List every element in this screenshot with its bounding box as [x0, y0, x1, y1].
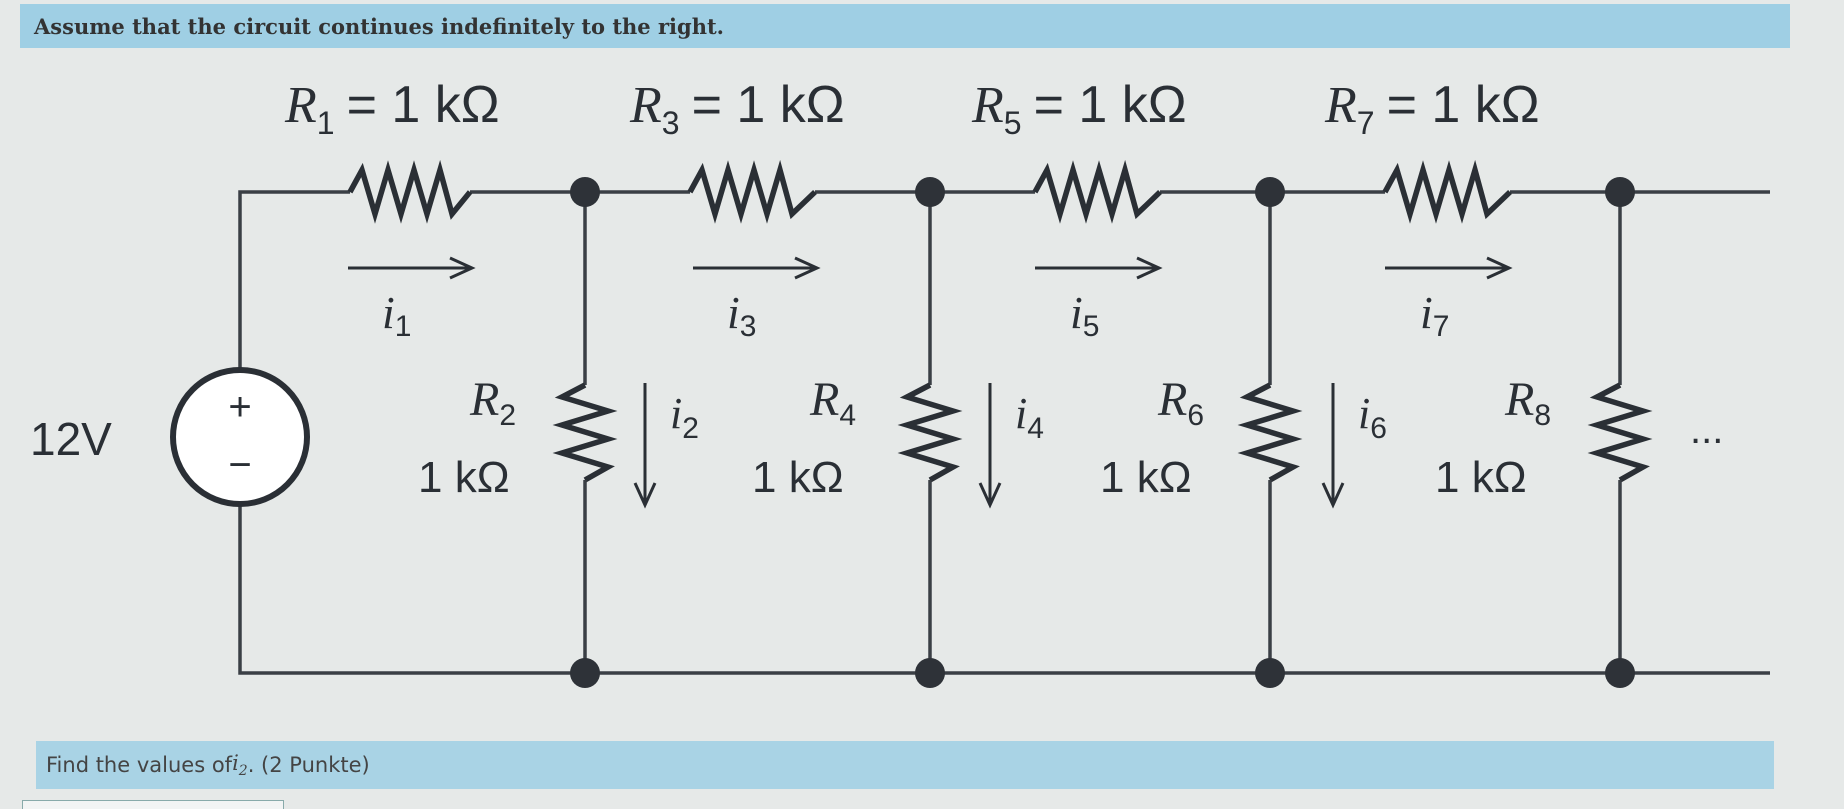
arrow-i3 — [693, 256, 821, 280]
series-resistor-r7 — [1382, 159, 1512, 224]
arrow-i5 — [1035, 256, 1163, 280]
shunt-branch-r8 — [1587, 192, 1653, 673]
source-minus: − — [228, 443, 251, 487]
shunt-branch-r6 — [1237, 192, 1303, 673]
label-r3: R3= 1 kΩ — [629, 76, 845, 141]
question-variable: i2 — [232, 750, 248, 780]
node-bottom-1 — [570, 658, 600, 688]
label-i7: i7 — [1420, 287, 1449, 343]
series-resistor-r1 — [347, 159, 473, 224]
answer-input-edge[interactable] — [22, 800, 284, 809]
arrow-i1 — [348, 256, 476, 280]
node-bottom-4 — [1605, 658, 1635, 688]
top-wire — [238, 190, 1770, 378]
source-voltage-label: 12V — [30, 413, 112, 465]
instruction-text: Assume that the circuit continues indefi… — [34, 13, 724, 39]
node-bottom-2 — [915, 658, 945, 688]
arrow-i6 — [1321, 383, 1345, 509]
arrow-i4 — [978, 383, 1002, 509]
label-r8: R8 — [1504, 373, 1551, 432]
label-r6: R6 — [1157, 373, 1204, 432]
label-i3: i3 — [727, 287, 756, 343]
voltage-source: + − — [170, 367, 310, 507]
value-r8: 1 kΩ — [1435, 453, 1527, 502]
question-suffix: . (2 Punkte) — [247, 753, 370, 777]
label-r4: R4 — [809, 373, 856, 432]
node-top-1 — [570, 177, 600, 207]
label-i2: i2 — [670, 389, 699, 445]
node-top-3 — [1255, 177, 1285, 207]
arrow-i7 — [1385, 256, 1513, 280]
instruction-banner: Assume that the circuit continues indefi… — [20, 4, 1790, 48]
question-banner: Find the values of i2 . (2 Punkte) — [36, 741, 1774, 789]
value-r6: 1 kΩ — [1100, 453, 1192, 502]
value-r4: 1 kΩ — [752, 453, 844, 502]
label-i5: i5 — [1070, 287, 1099, 343]
value-r2: 1 kΩ — [418, 453, 510, 502]
question-prefix: Find the values of — [46, 753, 233, 777]
shunt-branch-r4 — [897, 192, 963, 673]
shunt-branch-r2 — [552, 192, 618, 673]
series-resistor-r3 — [687, 159, 817, 224]
node-bottom-3 — [1255, 658, 1285, 688]
arrow-i2 — [633, 383, 657, 509]
series-resistor-r5 — [1032, 159, 1162, 224]
label-i6: i6 — [1358, 389, 1387, 445]
label-i4: i4 — [1015, 389, 1044, 445]
label-i1: i1 — [382, 287, 411, 343]
label-r2: R2 — [469, 373, 516, 432]
continuation-ellipsis: ... — [1690, 408, 1723, 452]
bottom-wire — [238, 498, 1770, 675]
label-r5: R5= 1 kΩ — [971, 76, 1187, 141]
label-r7: R7= 1 kΩ — [1324, 76, 1540, 141]
source-plus: + — [228, 385, 251, 429]
label-r1: R1= 1 kΩ — [284, 76, 500, 141]
node-top-4 — [1605, 177, 1635, 207]
node-top-2 — [915, 177, 945, 207]
